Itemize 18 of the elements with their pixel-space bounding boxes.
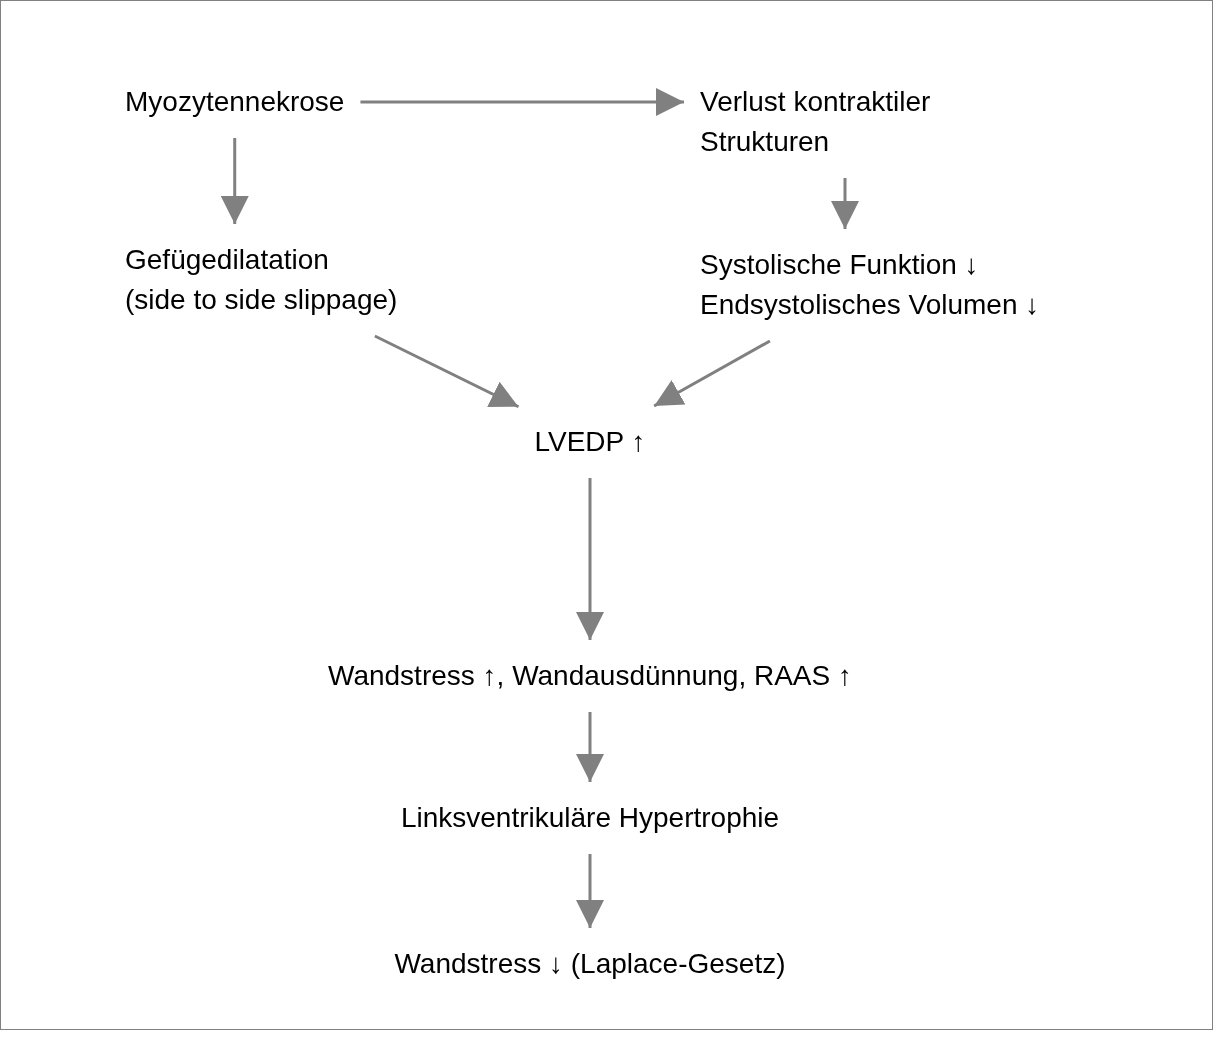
- arrow: [360, 88, 684, 116]
- arrow: [831, 178, 859, 229]
- node-text: Linksventrikuläre Hypertrophie: [400, 801, 780, 835]
- arrow: [576, 478, 604, 640]
- node-text: Gefügedilatation: [125, 243, 329, 277]
- arrow: [653, 339, 771, 408]
- arrow: [576, 712, 604, 782]
- arrow: [220, 138, 249, 224]
- node-text: Myozytennekrose: [125, 85, 345, 119]
- node-text: Verlust kontraktiler Strukturen: [700, 85, 932, 159]
- node-text: Wandstress ↓ (Laplace-Gesetz): [394, 947, 786, 981]
- node-text: (side to side slippage): [125, 283, 398, 317]
- node-text: Endsystolisches Volumen ↓: [700, 288, 1040, 322]
- arrow: [374, 334, 520, 409]
- node-text: Wandstress ↑, Wandausdünnung, RAAS ↑: [328, 659, 852, 693]
- node-text: LVEDP ↑: [534, 425, 646, 459]
- node-text: Systolische Funktion ↓: [700, 248, 979, 282]
- arrow: [576, 854, 604, 928]
